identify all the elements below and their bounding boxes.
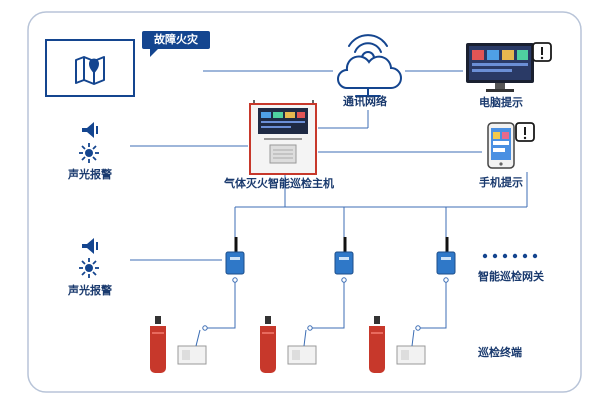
- more-dots: [482, 253, 538, 259]
- host-label: 气体灭火智能巡检主机: [224, 177, 334, 190]
- diagram-frame: [27, 11, 582, 393]
- connection-lines: [130, 70, 528, 329]
- line-gateway3-terminal: [418, 280, 447, 329]
- alarm-top-label: 声光报警: [68, 168, 112, 181]
- alarm-bottom-label: 声光报警: [68, 284, 112, 297]
- computer-label: 电脑提示: [479, 96, 523, 109]
- speaker-light-icon-top: [79, 122, 99, 163]
- phone-label: 手机提示: [479, 176, 523, 189]
- network-label: 通讯网络: [343, 95, 387, 108]
- cloud-wifi-icon: [337, 34, 402, 97]
- gateway-label: 智能巡检网关: [478, 270, 544, 283]
- line-gateway2-terminal: [310, 280, 345, 329]
- phone-alert-icon: [515, 122, 535, 142]
- extinguisher-terminal-icon-1: [150, 316, 208, 373]
- line-gateway1-terminal: [205, 280, 236, 329]
- extinguisher-terminal-icon-3: [369, 316, 426, 373]
- extinguisher-terminal-icon-2: [260, 316, 317, 373]
- smartphone-icon: [487, 122, 515, 169]
- gateway-icon-3: [436, 237, 456, 283]
- monitor-icon: [466, 43, 534, 92]
- map-pin-icon: [75, 56, 105, 85]
- gateway-icon-2: [334, 237, 354, 283]
- terminal-label: 巡检终端: [478, 346, 522, 359]
- speaker-light-icon-bottom: [79, 238, 99, 278]
- map-node: [45, 39, 135, 97]
- computer-alert-icon: [532, 42, 552, 62]
- control-panel-icon: [249, 100, 317, 175]
- alert-bubble: 故障火灾: [142, 31, 210, 57]
- gateway-icon-1: [225, 237, 245, 283]
